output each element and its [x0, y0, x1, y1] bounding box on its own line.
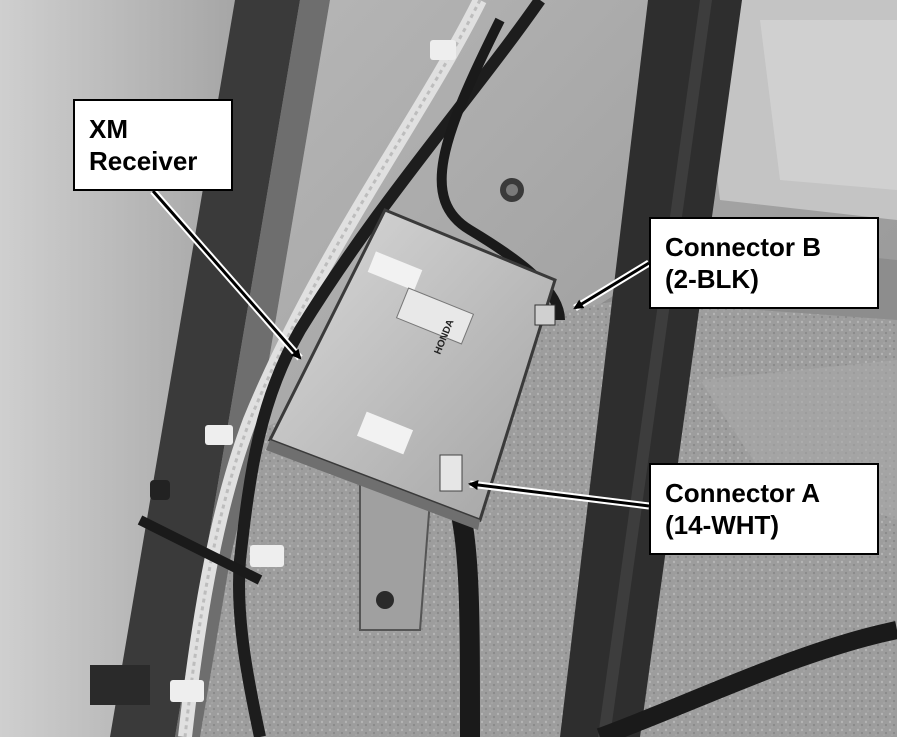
callout-b-line2: (2-BLK) — [665, 264, 759, 294]
cable-clip-lower — [250, 545, 284, 567]
callout-connector-b: Connector B (2-BLK) — [649, 217, 879, 309]
callout-a-line1: Connector A — [665, 478, 821, 508]
callout-a-line2: (14-WHT) — [665, 510, 780, 540]
harness-left — [233, 0, 545, 737]
callout-connector-a: Connector A (14-WHT) — [649, 463, 879, 555]
cable-clip-top — [430, 40, 456, 60]
ground-connector — [90, 665, 150, 705]
callout-xm-receiver: XM Receiver — [73, 99, 233, 191]
callout-xm-line1: XM — [89, 114, 128, 144]
xm-receiver-unit: HONDA — [266, 208, 557, 530]
cable-clip-middle — [205, 425, 233, 445]
callout-b-line1: Connector B — [665, 232, 821, 262]
callout-xm-line2: Receiver — [89, 146, 198, 176]
pillar-edge — [110, 0, 300, 737]
connector-b-plug — [534, 304, 556, 326]
cable-clip-bottom — [170, 680, 204, 702]
harness-lower-right — [596, 621, 897, 737]
connector-a-plug — [439, 454, 463, 492]
